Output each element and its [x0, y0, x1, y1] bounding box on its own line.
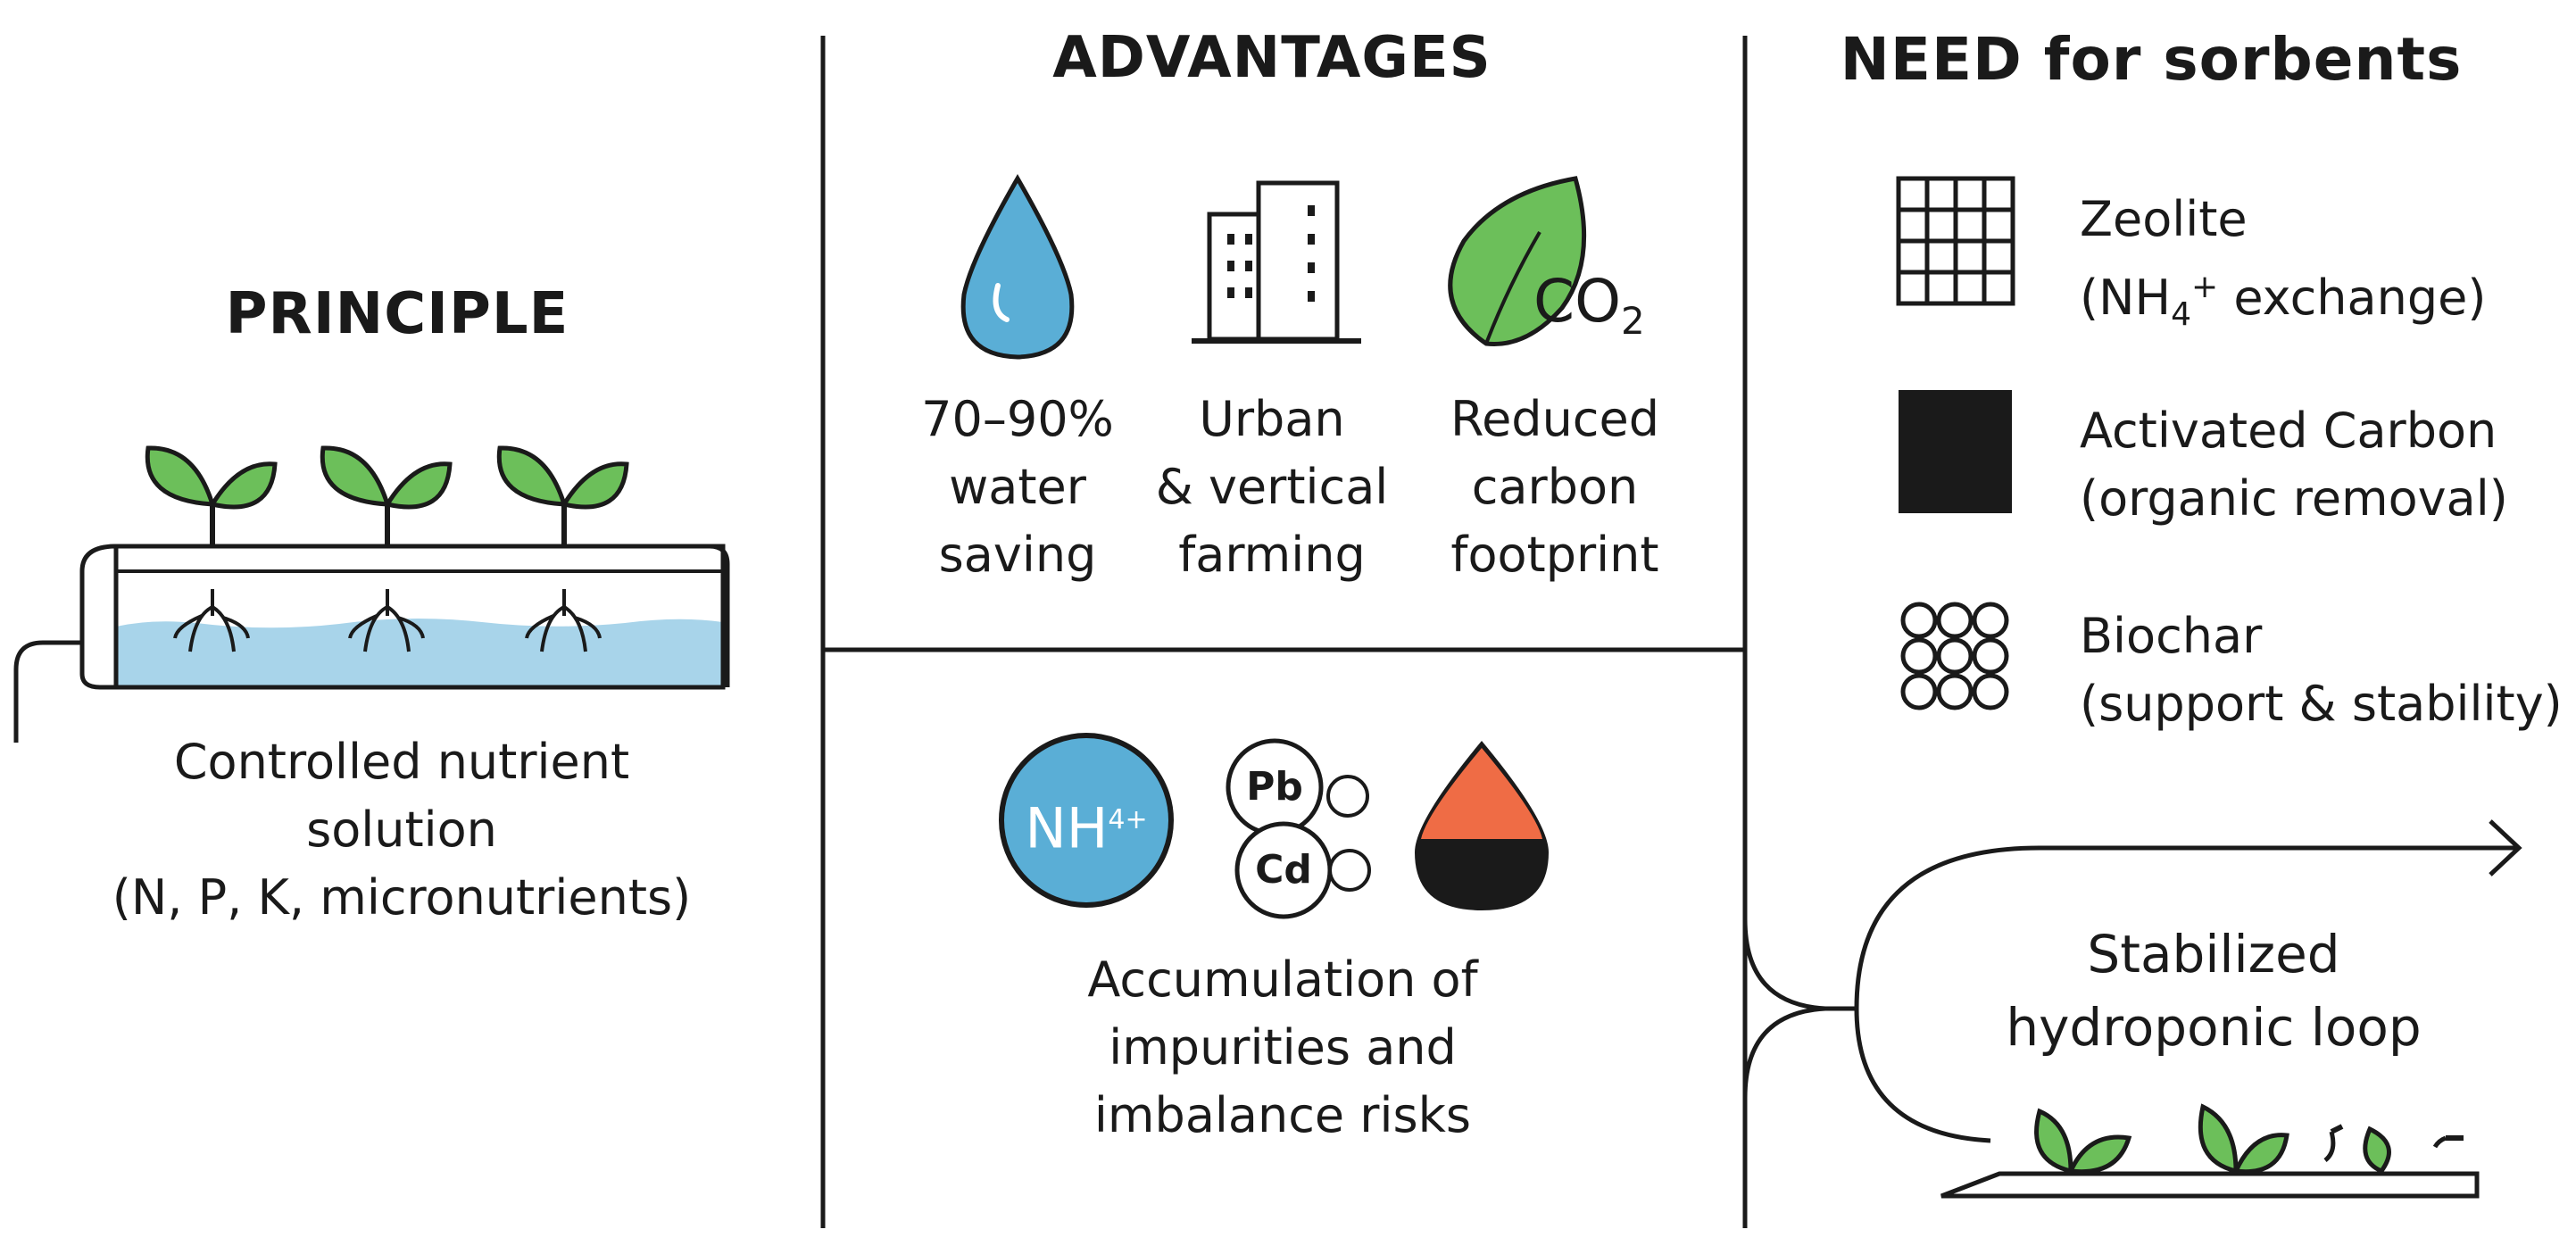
principle-caption-line: solution — [306, 802, 497, 858]
sorbent-name: Activated Carbon — [2080, 403, 2497, 459]
problems-caption-line: impurities and — [1109, 1019, 1457, 1076]
zeolite-grid-icon — [1896, 176, 2015, 306]
advantage-line: water — [949, 459, 1086, 515]
advantage-line: carbon — [1471, 459, 1639, 515]
biochar-spheres-icon — [1900, 602, 2009, 710]
advantage-line: 70–90% — [921, 391, 1114, 447]
sorbent-name: Zeolite — [2080, 191, 2248, 247]
problems-caption-line: Accumulation of — [1087, 951, 1478, 1008]
advantage-line: & vertical — [1155, 459, 1389, 515]
co2-label: CO2 — [1533, 272, 1645, 351]
advantage-line: saving — [938, 527, 1097, 583]
cadmium-ion-icon — [1234, 821, 1371, 919]
seedling-icon-3 — [496, 445, 629, 652]
sorbent-biochar: Biochar (support & stability) — [2080, 602, 2563, 738]
activated-carbon-icon — [1899, 390, 2012, 513]
co2-subscript: 2 — [1621, 299, 1645, 344]
water-drop-icon — [960, 174, 1075, 360]
sorbent-detail: (NH4+ exchange) — [2080, 253, 2486, 349]
sorbent-detail-post: exchange) — [2218, 270, 2487, 326]
advantage-carbon-footprint: Reduced carbon footprint — [1450, 386, 1659, 589]
sorbent-detail-sup: + — [2190, 269, 2219, 305]
advantage-urban-farming: Urban & vertical farming — [1156, 386, 1389, 589]
ammonium-text: NH — [1025, 795, 1109, 861]
principle-heading: PRINCIPLE — [225, 281, 569, 347]
building-icon — [1192, 180, 1361, 344]
co2-text: CO — [1533, 267, 1622, 336]
tray-seedling-icon-3 — [2323, 1124, 2464, 1175]
seedling-icon-2 — [320, 445, 453, 652]
loop-caption: Stabilized hydroponic loop — [2006, 918, 2421, 1064]
lead-ion-icon — [1226, 738, 1369, 836]
leaf-co2-icon — [1448, 176, 1587, 346]
sorbent-detail: (organic removal) — [2080, 470, 2508, 527]
tray-seedling-icon-1 — [2034, 1108, 2132, 1175]
lead-label: Pb — [1246, 764, 1303, 810]
principle-caption: Controlled nutrient solution (N, P, K, m… — [112, 728, 691, 932]
advantage-line: Reduced — [1450, 391, 1660, 447]
principle-caption-line: (N, P, K, micronutrients) — [112, 869, 692, 926]
principle-caption-line: Controlled nutrient — [173, 734, 630, 790]
ammonium-icon — [999, 733, 1174, 908]
advantages-heading: ADVANTAGES — [1052, 25, 1492, 91]
growing-tray-icon — [1940, 1171, 2480, 1199]
advantage-line: footprint — [1450, 527, 1659, 583]
sorbent-detail: (support & stability) — [2080, 676, 2563, 732]
loop-caption-line: hydroponic loop — [2006, 997, 2422, 1058]
tray-seedling-icon-2 — [2198, 1103, 2289, 1175]
ammonium-charge: 4+ — [1108, 804, 1148, 835]
sorbent-detail-pre: (NH — [2080, 270, 2172, 326]
seedling-icon-1 — [145, 445, 278, 652]
sorbents-heading: NEED for sorbents — [1840, 25, 2463, 94]
sorbent-activated-carbon: Activated Carbon (organic removal) — [2080, 397, 2508, 533]
problems-caption: Accumulation of impurities and imbalance… — [1087, 946, 1477, 1150]
cadmium-label: Cd — [1255, 847, 1312, 893]
loop-arrow-icon — [1742, 819, 2522, 1143]
hydroponic-channel-icon — [13, 544, 730, 743]
sorbent-detail-sub: 4 — [2171, 295, 2191, 333]
sorbent-name: Biochar — [2080, 608, 2263, 664]
advantage-line: Urban — [1199, 391, 1345, 447]
problems-caption-line: imbalance risks — [1093, 1087, 1472, 1143]
sorbent-zeolite: Zeolite (NH4+ exchange) — [2080, 186, 2486, 349]
advantage-line: farming — [1178, 527, 1366, 583]
ammonium-label: NH4+ — [1025, 789, 1147, 860]
loop-caption-line: Stabilized — [2087, 924, 2340, 984]
oil-drop-icon — [1415, 741, 1549, 910]
advantage-water-saving: 70–90% water saving — [921, 386, 1114, 589]
